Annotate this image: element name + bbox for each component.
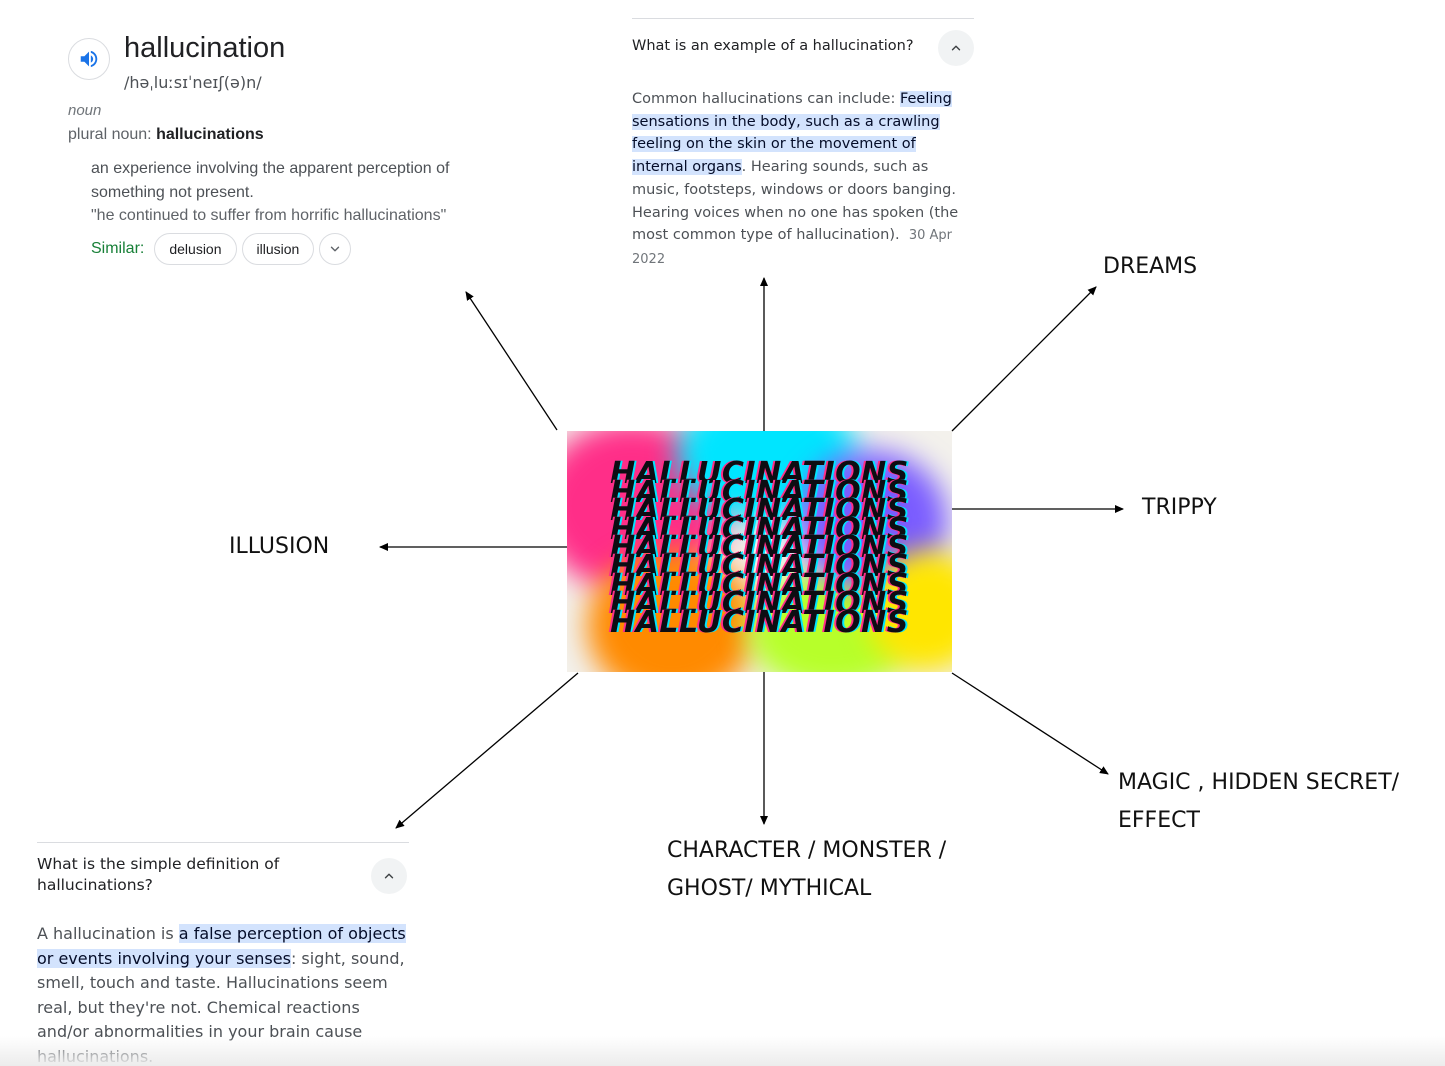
faq-collapse-button[interactable]	[938, 30, 974, 66]
faq-question[interactable]: What is an example of a hallucination?	[632, 38, 914, 54]
hero-word: HALLUCINATIONS	[610, 511, 909, 547]
hero-word: HALLUCINATIONS	[610, 474, 909, 510]
label-magic-line1: MAGIC , HIDDEN SECRET/	[1118, 770, 1400, 795]
faq-answer-rest: . Hearing sounds, such as music, footste…	[632, 159, 959, 244]
divider	[37, 842, 409, 843]
faq-collapse-button[interactable]	[371, 858, 407, 894]
speaker-button[interactable]	[68, 38, 110, 80]
arrow-to-dreams	[951, 286, 1097, 432]
chevron-down-icon	[331, 246, 340, 252]
chevron-up-icon	[384, 873, 394, 879]
similar-words-row: Similar: delusion illusion	[91, 233, 352, 265]
similar-chip-delusion[interactable]: delusion	[154, 233, 237, 265]
arrow-to-simple-definition	[395, 672, 579, 829]
arrow-to-definition	[465, 291, 558, 431]
faq-example-card: What is an example of a hallucination? C…	[632, 18, 974, 267]
faq-question[interactable]: What is the simple definition of halluci…	[37, 855, 280, 894]
more-similar-button[interactable]	[319, 233, 352, 265]
hero-word: HALLUCINATIONS	[610, 548, 909, 584]
plural-value: hallucinations	[156, 126, 264, 143]
definition-meaning: an experience involving the apparent per…	[91, 160, 450, 201]
faq-answer-intro: Common hallucinations can include:	[632, 91, 900, 107]
plural-form: plural noun: hallucinations	[68, 126, 264, 144]
label-illusion: ILLUSION	[229, 534, 330, 559]
bottom-fade	[0, 1036, 1445, 1066]
label-dreams: DREAMS	[1103, 254, 1198, 279]
label-character: CHARACTER / MONSTER / GHOST/ MYTHICAL	[667, 832, 946, 908]
label-trippy: TRIPPY	[1142, 495, 1217, 520]
label-character-line1: CHARACTER / MONSTER /	[667, 838, 947, 863]
hero-word: HALLUCINATIONS	[610, 567, 909, 603]
hero-word: HALLUCINATIONS	[610, 586, 909, 622]
hero-word: HALLUCINATIONS	[610, 493, 909, 529]
definition-word: hallucination	[124, 32, 286, 64]
faq-answer: Common hallucinations can include: Feeli…	[632, 88, 974, 272]
faq-definition-card: What is the simple definition of halluci…	[37, 842, 409, 1066]
color-blob	[587, 551, 757, 672]
label-character-line2: GHOST/ MYTHICAL	[667, 876, 872, 901]
hero-word: HALLUCINATIONS	[610, 456, 909, 491]
arrow-to-magic	[951, 672, 1109, 775]
part-of-speech: noun	[68, 102, 102, 119]
speaker-icon	[80, 50, 98, 68]
hero-word: HALLUCINATIONS	[610, 604, 909, 640]
label-magic: MAGIC , HIDDEN SECRET/ EFFECT	[1118, 764, 1399, 840]
plural-label: plural noun:	[68, 126, 157, 143]
divider	[632, 18, 974, 19]
hero-word: HALLUCINATIONS	[610, 530, 909, 566]
faq-answer-intro: A hallucination is	[37, 924, 179, 943]
label-magic-line2: EFFECT	[1118, 808, 1200, 833]
similar-chip-illusion[interactable]: illusion	[241, 233, 315, 265]
faq-date: 30 Apr 2022	[632, 228, 953, 267]
chevron-up-icon	[951, 45, 961, 51]
definition-example: "he continued to suffer from horrific ha…	[91, 207, 447, 224]
similar-label: Similar:	[91, 240, 145, 257]
phonetic-spelling: /həˌluːsɪˈneɪʃ(ə)n/	[124, 73, 262, 92]
